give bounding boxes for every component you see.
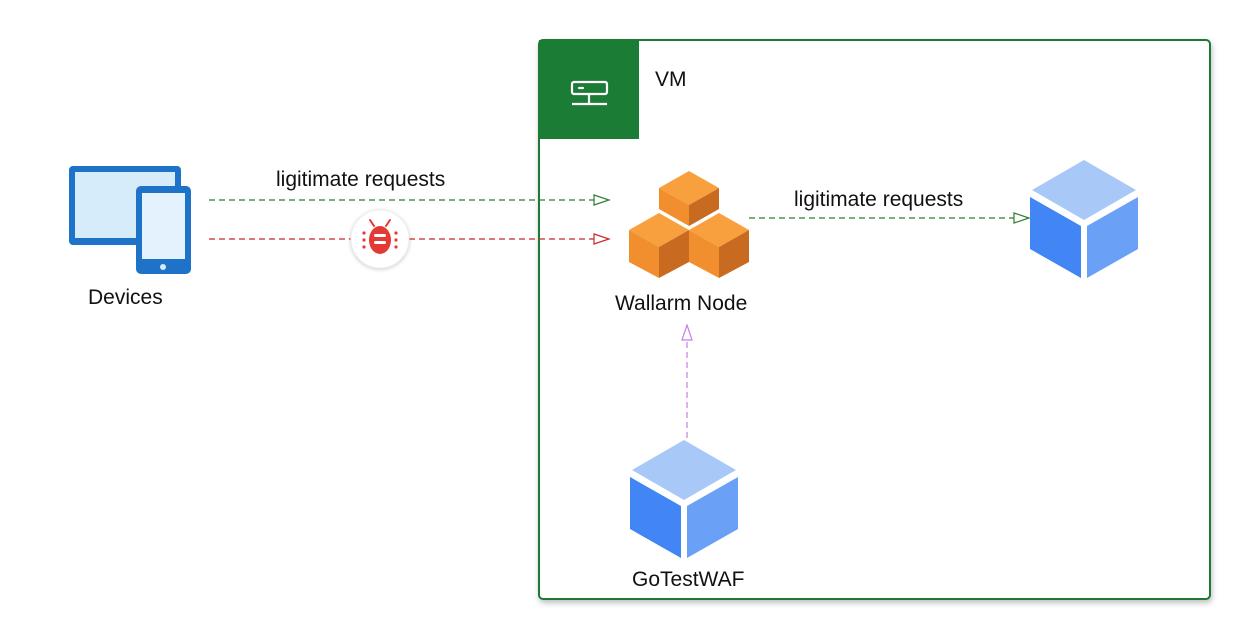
gotestwaf-cube-icon xyxy=(630,440,738,558)
cubes-icon xyxy=(629,171,749,278)
app-cube-icon xyxy=(1030,160,1138,278)
edge-devices-to-node xyxy=(209,194,611,206)
edge-gotestwaf-to-node xyxy=(681,323,693,438)
vm-header-tile xyxy=(539,40,639,139)
devices-icon xyxy=(69,166,191,274)
edge-label-devices-to-node: ligitimate requests xyxy=(276,168,446,191)
edge-label-node-to-app: ligitimate requests xyxy=(794,188,964,211)
vm-title: VM xyxy=(655,68,687,91)
devices-label: Devices xyxy=(88,286,163,309)
bug-icon xyxy=(350,209,410,269)
gotestwaf-label: GoTestWAF xyxy=(632,568,745,591)
server-icon xyxy=(570,80,609,106)
wallarm-node-label: Wallarm Node xyxy=(615,292,748,315)
edge-node-to-app xyxy=(749,212,1031,224)
